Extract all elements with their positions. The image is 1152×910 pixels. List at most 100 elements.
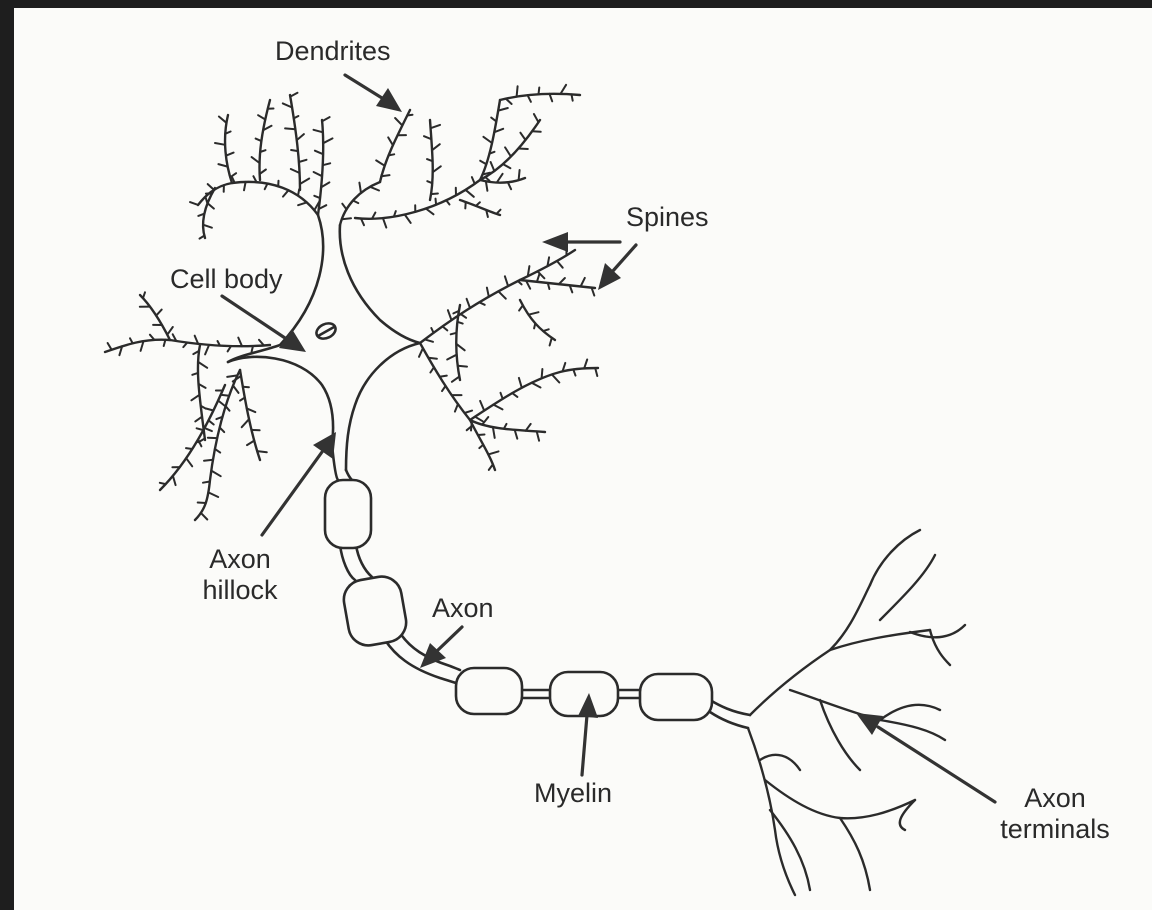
dendrite-spine (322, 117, 330, 121)
axon-terminals-arrow (878, 727, 995, 802)
dendrite-spine (285, 128, 295, 129)
axon-terminal-branches (748, 530, 965, 895)
dendrite-spine (505, 276, 508, 286)
dendrite-spine (258, 115, 265, 119)
dendrite-spine (209, 420, 214, 424)
dendrite-branches (105, 94, 598, 520)
dendrite-spine (198, 503, 206, 504)
dendrite-spine (108, 343, 112, 350)
myelin-segment-5 (640, 674, 712, 720)
dendrite-spine (501, 393, 503, 399)
dendrite-spine (519, 378, 522, 388)
dendrite-spine (222, 395, 230, 396)
dendrite-spine (489, 464, 493, 470)
dendrite-spine (443, 326, 448, 330)
dendrite-spine (472, 177, 475, 184)
dendrite-spine (388, 137, 393, 145)
dendrite-spine (542, 369, 543, 378)
dendrite-spine (297, 134, 304, 140)
dendrite-spine (518, 149, 527, 150)
axon-hillock-arrowhead (313, 432, 336, 459)
dendrite-spine (208, 184, 214, 190)
dendrite-spine (512, 393, 517, 397)
dendrite-spine (431, 328, 433, 333)
dendrite-spine (517, 86, 518, 96)
dendrite-spine (491, 162, 495, 171)
dendrite-spine (314, 130, 323, 133)
spines-label: Spines (626, 202, 709, 233)
dendrite-spine (425, 339, 433, 341)
cell-body-label: Cell body (170, 264, 283, 295)
dendrite-spine (497, 174, 503, 183)
dendrite-spine (167, 327, 173, 335)
dendrite-spine (208, 203, 214, 208)
cell-body-outline (228, 215, 420, 470)
dendrite-spine (359, 183, 361, 193)
dendrite-spine (503, 164, 510, 168)
dendrite-spine (452, 377, 459, 382)
dendrite-spine (201, 513, 207, 520)
dendrite-spine (298, 189, 299, 196)
dendrite-spine (252, 157, 260, 163)
axon-hillock-label-line1: Axon (170, 544, 310, 575)
dendrite-spine (226, 153, 234, 156)
dendrite-spine (519, 170, 520, 180)
dendrite-spine (498, 291, 505, 298)
dendrite-spine (455, 404, 458, 412)
dendrite-spine (382, 175, 390, 176)
dendrite-spine (205, 345, 209, 355)
dendrite-spine (191, 395, 199, 401)
dendrite-spine (529, 312, 539, 315)
dendrite-spine (283, 190, 288, 196)
dendrite-spine (298, 202, 307, 205)
dendrite-spine (370, 187, 379, 191)
dendrite-spine (200, 236, 205, 239)
dendrite-spine (323, 138, 332, 143)
dendrite-spine (208, 492, 218, 497)
dendrite-spine (173, 476, 176, 485)
dendrite-spine (581, 278, 585, 287)
dendrite-spine (220, 427, 225, 432)
dendrite-spine (519, 305, 523, 310)
dendrite-spine (493, 405, 502, 410)
axon-terminals-label-line2: terminals (980, 814, 1130, 845)
axon-terminals-label-line1: Axon (980, 783, 1130, 814)
myelin-segment-1 (325, 480, 371, 548)
dendrite-spine (211, 471, 220, 477)
dendrite-spine (130, 338, 133, 343)
dendrite-spine (238, 338, 242, 347)
dendrite-spine (219, 117, 227, 123)
myelin-segment-2 (341, 573, 410, 648)
dendrite-spine (550, 338, 552, 346)
dendrite-spine (448, 310, 452, 320)
dendrite-spine (486, 181, 488, 191)
dendrite-spine (203, 225, 212, 228)
dendrite-spine (156, 310, 162, 316)
dendrite-spine (190, 202, 198, 205)
dendrite-spine (436, 199, 437, 205)
dendrite-spine (160, 483, 166, 484)
dendrite-spine (442, 386, 446, 391)
axon-arrow (438, 627, 462, 650)
axon-terminals-label: Axon terminals (980, 783, 1130, 845)
dendrite-spine (476, 202, 480, 206)
dendrite-spine (215, 143, 225, 145)
dendrite-spine (431, 125, 440, 128)
dendrite-spine (458, 366, 467, 367)
dendrite-spine (205, 197, 207, 203)
dendrite-spine (480, 161, 486, 165)
dendrite-spine (143, 292, 145, 298)
dendrite-spine (407, 115, 412, 116)
dendrite-spine (534, 323, 535, 328)
dendrite-spine (440, 376, 447, 377)
dendrite-spine (430, 367, 434, 372)
dendrite-spine (479, 302, 484, 305)
dendrite-spine (488, 451, 498, 454)
dendrite-spine (506, 99, 512, 104)
dendrite-spine (256, 139, 262, 142)
dendrite-spine (537, 273, 540, 281)
dendrite-spine (300, 179, 309, 185)
dendrite-spine (446, 200, 449, 204)
dendrite-spine (467, 299, 470, 308)
dendrite-spine (244, 182, 246, 190)
